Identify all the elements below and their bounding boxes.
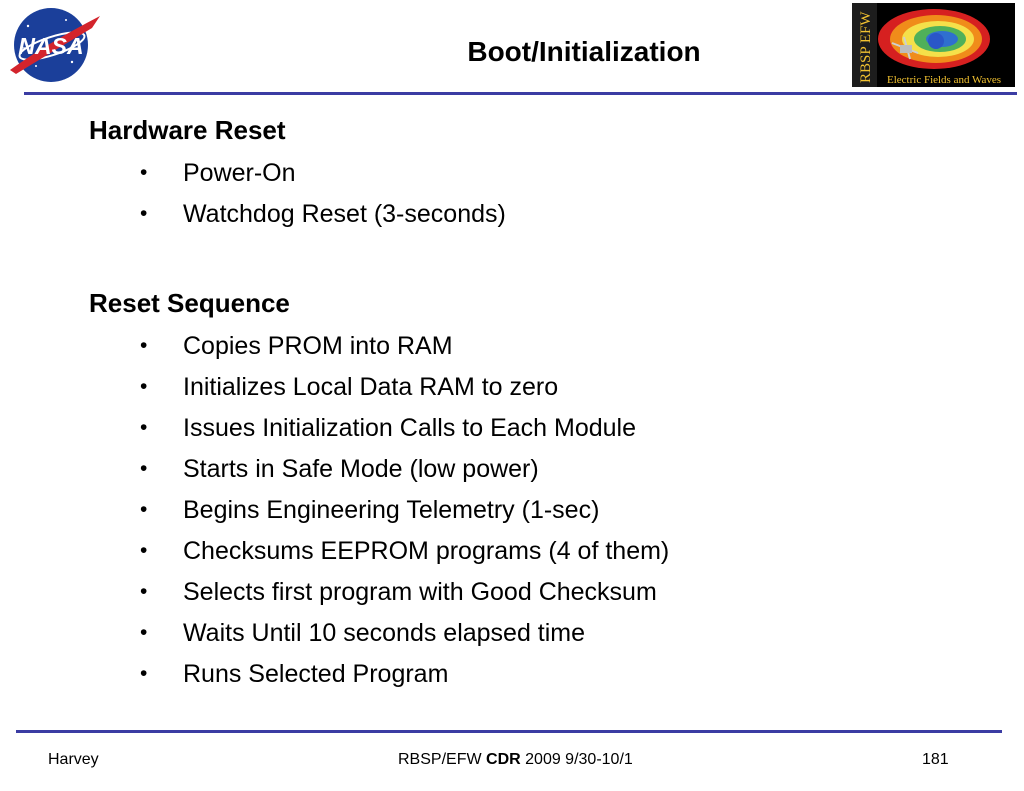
bullet-glyph: • xyxy=(140,416,148,439)
list-item: • Starts in Safe Mode (low power) xyxy=(140,454,669,495)
list-item: • Issues Initialization Calls to Each Mod… xyxy=(140,413,669,454)
footer-author: Harvey xyxy=(48,751,99,768)
rbsp-efw-logo: RBSP EFW Electric Fields and Waves xyxy=(852,3,1015,87)
list-item-text: Selects first program with Good Checksum xyxy=(183,578,657,606)
bullet-glyph: • xyxy=(140,621,148,644)
bullet-glyph: • xyxy=(140,457,148,480)
footer-project: RBSP/EFW xyxy=(398,751,482,768)
svg-text:RBSP EFW: RBSP EFW xyxy=(858,11,874,83)
bullet-glyph: • xyxy=(140,662,148,685)
bullet-glyph: • xyxy=(140,375,148,398)
bullet-glyph: • xyxy=(140,539,148,562)
bullet-glyph: • xyxy=(140,161,148,184)
list-item-text: Issues Initialization Calls to Each Modu… xyxy=(183,414,637,442)
list-item-text: Starts in Safe Mode (low power) xyxy=(183,455,539,483)
list-item-text: Begins Engineering Telemetry (1-sec) xyxy=(183,496,600,524)
list-item: • Power-On xyxy=(140,158,506,199)
bullet-glyph: • xyxy=(140,580,148,603)
section-heading-reset-sequence: Reset Sequence xyxy=(89,288,290,318)
svg-text:Electric Fields and Waves: Electric Fields and Waves xyxy=(887,74,1001,86)
slide-title: Boot/Initialization xyxy=(467,36,701,67)
bullet-glyph: • xyxy=(140,334,148,357)
list-item: • Waits Until 10 seconds elapsed time xyxy=(140,618,669,659)
page-number: 181 xyxy=(922,751,949,768)
list-item-text: Copies PROM into RAM xyxy=(183,332,453,360)
nasa-logo: NASA xyxy=(10,8,100,82)
section-heading-hardware-reset: Hardware Reset xyxy=(89,115,286,145)
list-item-text: Waits Until 10 seconds elapsed time xyxy=(183,619,586,647)
bullet-glyph: • xyxy=(140,498,148,521)
bullet-glyph: • xyxy=(140,202,148,225)
list-item: • Begins Engineering Telemetry (1-sec) xyxy=(140,495,669,536)
list-item: • Watchdog Reset (3-seconds) xyxy=(140,199,506,240)
svg-text:NASA: NASA xyxy=(18,33,83,59)
list-item: • Runs Selected Program xyxy=(140,659,669,700)
list-item-text: Power-On xyxy=(183,159,296,187)
footer-review: CDR xyxy=(486,751,521,768)
list-item-text: Watchdog Reset (3-seconds) xyxy=(183,200,506,228)
list-item-text: Initializes Local Data RAM to zero xyxy=(183,373,559,401)
footer-dates: 2009 9/30-10/1 xyxy=(525,751,633,768)
list-item: • Initializes Local Data RAM to zero xyxy=(140,372,669,413)
list-item: • Checksums EEPROM programs (4 of them) xyxy=(140,536,669,577)
list-item-text: Checksums EEPROM programs (4 of them) xyxy=(183,537,670,565)
hardware-reset-list: • Power-On • Watchdog Reset (3-seconds) xyxy=(140,158,506,240)
header-divider xyxy=(24,92,1017,95)
list-item-text: Runs Selected Program xyxy=(183,660,449,688)
footer-divider xyxy=(16,730,1002,733)
reset-sequence-list: • Copies PROM into RAM • Initializes Local… xyxy=(140,331,669,700)
list-item: • Selects first program with Good Checksu… xyxy=(140,577,669,618)
list-item: • Copies PROM into RAM xyxy=(140,331,669,372)
footer-project-info: RBSP/EFW CDR 2009 9/30-10/1 xyxy=(398,750,633,770)
